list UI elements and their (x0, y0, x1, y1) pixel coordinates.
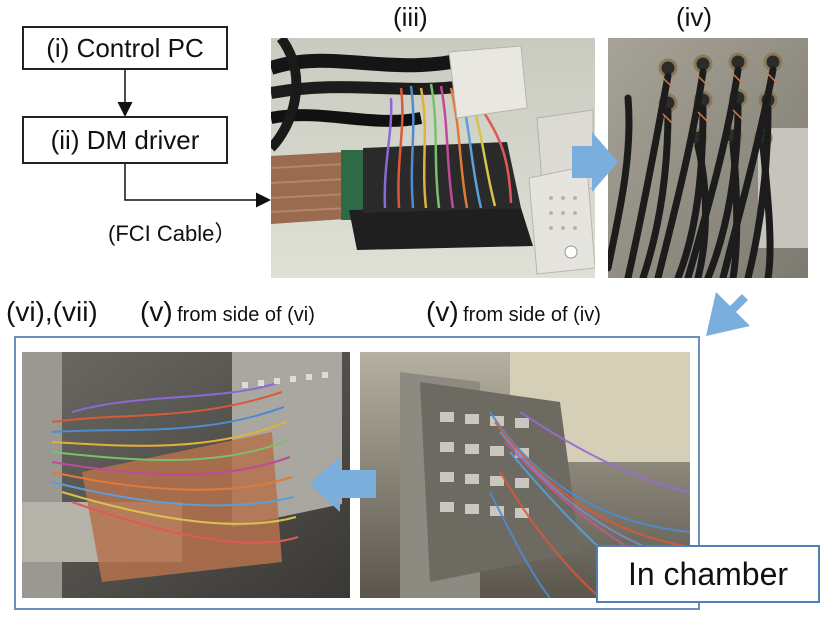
in-chamber-label: In chamber (596, 545, 820, 603)
arrow-driver-to-board (124, 164, 271, 208)
chamber-wiring-side-photo (22, 352, 350, 598)
fci-cable-label: (FCI Cable） (108, 221, 237, 246)
blue-arrow-iii-to-iv (572, 132, 618, 192)
dm-driver-label: (ii) DM driver (50, 124, 200, 155)
control-pc-label: (i) Control PC (46, 32, 204, 63)
connector-board-photo (271, 38, 595, 278)
label-v-from-vi-suffix: from side of (vi) (177, 304, 315, 326)
label-vi-vii: (vi),(vii) (6, 296, 98, 327)
feedthrough-panel-photo (608, 38, 808, 278)
label-v-from-iv-suffix: from side of (iv) (463, 304, 601, 326)
label-v-from-vi: (v) from side of (vi) (140, 296, 315, 328)
in-chamber-text: In chamber (627, 555, 789, 592)
chamber-frame (14, 336, 700, 610)
label-v-from-vi-prefix: (v) (140, 296, 173, 327)
dm-driver-box: (ii) DM driver (22, 116, 228, 164)
chamber-wiring-front-photo (360, 352, 690, 598)
label-v-from-iv: (v) from side of (iv) (426, 296, 601, 328)
blue-arrow-iv-to-chamber (706, 292, 750, 336)
label-iv: (iv) (676, 2, 713, 32)
label-v-from-iv-prefix: (v) (426, 296, 459, 327)
label-iii: (iii) (393, 2, 428, 32)
blue-arrow-v-to-vi (310, 456, 376, 512)
control-pc-box: (i) Control PC (22, 26, 228, 70)
